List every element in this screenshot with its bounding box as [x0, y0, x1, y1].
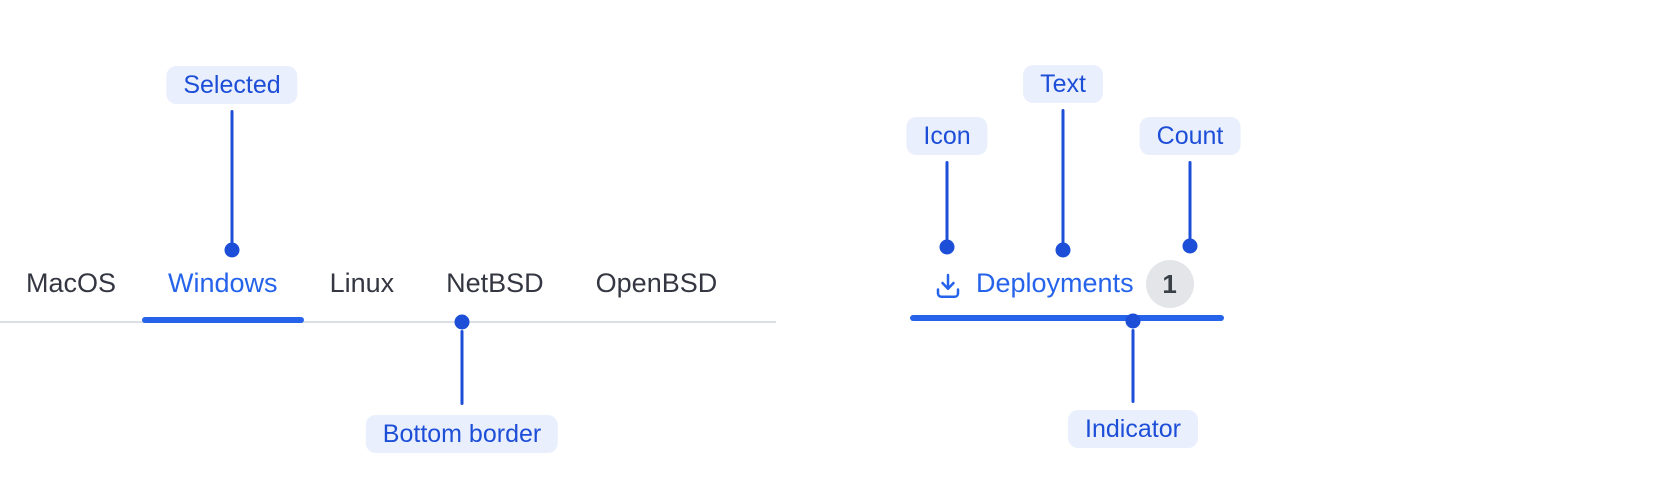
- annotation-count: Count: [1139, 117, 1241, 155]
- connector-dot: [454, 314, 470, 330]
- connector-dot: [1125, 313, 1141, 329]
- count-badge: 1: [1145, 260, 1194, 308]
- download-icon: [936, 273, 960, 298]
- annotation-indicator: Indicator: [1068, 410, 1198, 448]
- connector-dot: [1055, 242, 1071, 258]
- tab-windows-selected[interactable]: Windows: [142, 260, 304, 323]
- connector-line: [230, 110, 234, 244]
- connector-line: [1188, 161, 1192, 240]
- connector-dot: [224, 242, 240, 258]
- tab-label: OpenBSD: [595, 268, 718, 298]
- tab-deployments[interactable]: Deployments 1: [910, 260, 1224, 321]
- annotation-text: Text: [1023, 65, 1103, 103]
- connector-dot: [939, 239, 955, 255]
- tab-bar: MacOS Windows Linux NetBSD OpenBSD: [0, 260, 776, 323]
- tab-label: NetBSD: [446, 268, 544, 298]
- connector-line: [945, 161, 949, 241]
- connector-line: [1061, 109, 1065, 244]
- tab-label: MacOS: [26, 268, 117, 298]
- tab-label: Windows: [168, 268, 278, 298]
- annotation-selected: Selected: [166, 66, 298, 104]
- tab-label: Deployments: [976, 268, 1134, 298]
- annotation-icon: Icon: [906, 117, 988, 155]
- connector-line: [1131, 329, 1135, 403]
- tab-linux[interactable]: Linux: [304, 260, 421, 321]
- annotation-bottom-border: Bottom border: [365, 415, 559, 453]
- connector-dot: [1182, 238, 1198, 254]
- connector-line: [460, 330, 464, 405]
- tab-netbsd[interactable]: NetBSD: [420, 260, 570, 321]
- tab-macos[interactable]: MacOS: [0, 260, 142, 321]
- tab-label: Linux: [329, 268, 395, 298]
- tab-openbsd[interactable]: OpenBSD: [570, 260, 744, 321]
